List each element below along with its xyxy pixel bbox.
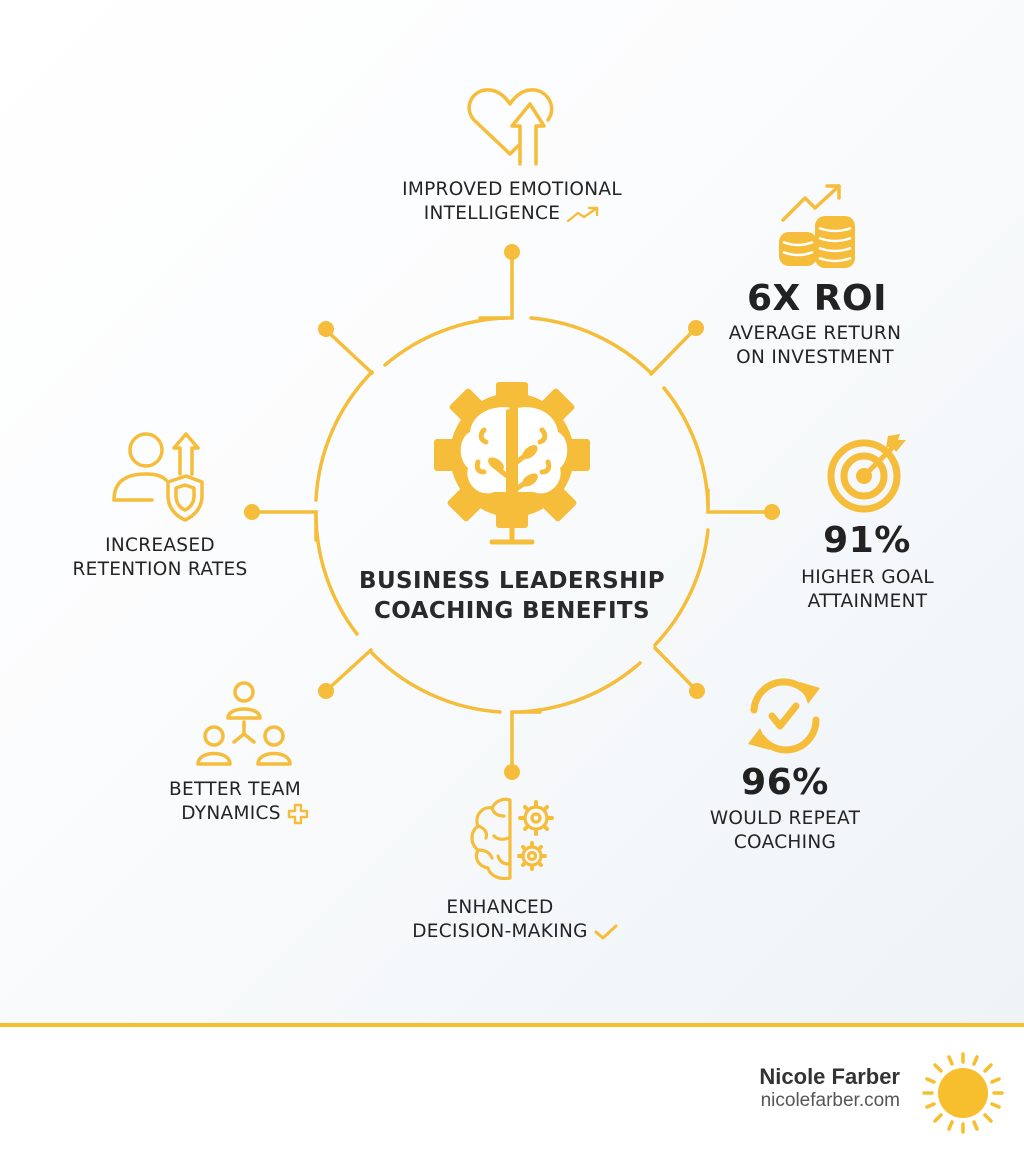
benefit-line2: INTELLIGENCE	[423, 203, 561, 224]
benefit-line2: DECISION-MAKING	[412, 921, 588, 942]
center-title: BUSINESS LEADERSHIP COACHING BENEFITS	[312, 566, 712, 626]
benefit-repeat-coaching: WOULD REPEAT COACHING	[675, 807, 895, 855]
refresh-check-icon	[748, 678, 820, 754]
brain-gears-icon	[470, 797, 554, 881]
center-title-line2: COACHING BENEFITS	[374, 598, 650, 624]
benefit-line2: ON INVESTMENT	[736, 347, 894, 368]
benefit-line2: COACHING	[733, 832, 837, 853]
goal-attainment-stat: 91%	[823, 520, 911, 561]
author-name: Nicole Farber	[759, 1064, 900, 1089]
benefit-line1: INCREASED	[105, 535, 215, 556]
target-arrow-icon	[827, 434, 906, 513]
benefit-line2: ATTAINMENT	[807, 591, 928, 612]
benefit-line1: HIGHER GOAL	[801, 567, 934, 588]
gear-brain-tree-icon	[434, 382, 590, 545]
checkmark-icon	[594, 924, 618, 940]
author-url[interactable]: nicolefarber.com	[760, 1090, 900, 1111]
heart-arrow-up-icon	[467, 88, 554, 166]
benefit-line1: ENHANCED	[446, 897, 554, 918]
benefit-emotional-intelligence: IMPROVED EMOTIONAL INTELLIGENCE	[362, 178, 662, 226]
benefit-line1: IMPROVED EMOTIONAL	[402, 179, 622, 200]
plus-icon	[287, 803, 308, 825]
hub-diagram	[244, 244, 780, 780]
benefit-roi: AVERAGE RETURN ON INVESTMENT	[700, 322, 930, 370]
person-shield-up-icon	[112, 432, 204, 522]
sun-icon	[922, 1052, 1004, 1134]
benefit-line1: AVERAGE RETURN	[728, 323, 902, 344]
benefit-team-dynamics: BETTER TEAM DYNAMICS	[150, 778, 340, 826]
trend-up-icon	[567, 206, 599, 223]
benefit-line1: BETTER TEAM	[169, 779, 301, 800]
benefit-goal-attainment: HIGHER GOAL ATTAINMENT	[765, 566, 970, 614]
benefit-decision-making: ENHANCED DECISION-MAKING	[380, 896, 650, 944]
benefit-line2: DYNAMICS	[181, 803, 281, 824]
repeat-coaching-stat: 96%	[741, 762, 829, 803]
benefit-line2: RETENTION RATES	[72, 559, 248, 580]
roi-stat: 6X ROI	[746, 278, 888, 319]
coins-growth-icon	[779, 184, 855, 268]
team-network-icon	[196, 681, 292, 766]
center-title-line1: BUSINESS LEADERSHIP	[359, 568, 665, 594]
footer-divider	[0, 1023, 1024, 1027]
benefit-retention: INCREASED RETENTION RATES	[50, 534, 270, 582]
benefit-line1: WOULD REPEAT	[709, 808, 861, 829]
